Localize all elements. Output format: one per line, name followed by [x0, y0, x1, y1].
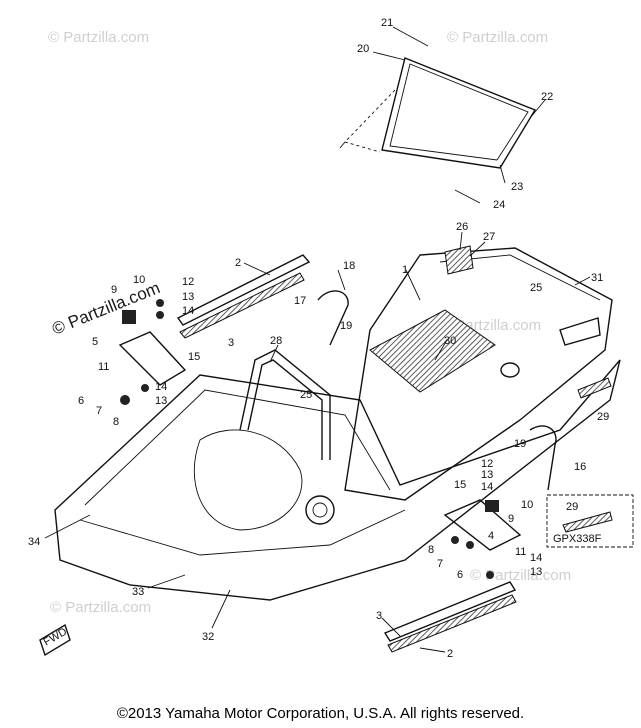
- parts-diagram: © Partzilla.com © Partzilla.com © Partzi…: [28, 17, 634, 660]
- handle-grips: [317, 290, 557, 491]
- callout-11-right: 11: [515, 546, 526, 558]
- callout-4: 4: [488, 530, 494, 542]
- callout-10-right: 10: [521, 499, 533, 511]
- callout-29: 29: [597, 411, 609, 423]
- watermark-bottom-left: © Partzilla.com: [50, 599, 151, 616]
- callout-33: 33: [132, 586, 144, 598]
- runner-lower: [383, 581, 517, 653]
- callout-14-left-b: 14: [155, 381, 167, 393]
- fwd-arrow: FWD: [39, 623, 71, 657]
- callout-9-right: 9: [508, 513, 514, 525]
- callout-14-right: 14: [481, 481, 493, 493]
- leader-lines: [44, 26, 591, 653]
- callout-8-left: 8: [113, 416, 119, 428]
- callout-3-lower: 3: [376, 610, 382, 622]
- callout-34: 34: [28, 536, 40, 548]
- callout-11-left: 11: [98, 361, 109, 373]
- callout-19-lower: 19: [514, 438, 526, 450]
- inset-code: GPX338F: [553, 533, 602, 545]
- callout-14-left: 14: [182, 305, 194, 317]
- callout-25-center: 25: [300, 389, 312, 401]
- tunnel-frame: [344, 247, 613, 501]
- inset-box: 29 GPX338F: [546, 494, 634, 548]
- callout-12-right: 12: [481, 458, 493, 470]
- callout-17: 17: [294, 295, 306, 307]
- callout-16: 16: [574, 461, 586, 473]
- callout-13-right-b: 13: [530, 566, 542, 578]
- watermark-bottom-right: © Partzilla.com: [470, 567, 571, 584]
- callout-26: 26: [456, 221, 468, 233]
- watermark-top-left: © Partzilla.com: [48, 29, 149, 46]
- roll-bar: [239, 349, 331, 460]
- runner-upper: [176, 254, 311, 339]
- right-bracket: [443, 499, 522, 579]
- callout-1: 1: [402, 264, 408, 276]
- decals: [444, 245, 612, 399]
- callout-15-right: 15: [454, 479, 466, 491]
- callout-23: 23: [511, 181, 523, 193]
- callout-9-left: 9: [111, 284, 117, 296]
- callout-28: 28: [270, 335, 282, 347]
- callout-7-right: 7: [437, 558, 443, 570]
- inset-part-number: 29: [566, 501, 578, 513]
- callout-22: 22: [541, 91, 553, 103]
- seat-panel: [339, 57, 537, 169]
- callout-2-upper: 2: [235, 257, 241, 269]
- callout-6-right: 6: [457, 569, 463, 581]
- watermark-top-right: © Partzilla.com: [447, 29, 548, 46]
- fwd-label: FWD: [42, 626, 70, 649]
- callout-3-upper: 3: [228, 337, 234, 349]
- callout-labels: 21 20 22 23 24 26 27 2 18 1 31 10 9 12 1…: [28, 17, 609, 660]
- callout-6-left: 6: [78, 395, 84, 407]
- callout-27: 27: [483, 231, 495, 243]
- callout-2-lower: 2: [447, 648, 453, 660]
- callout-18-upper: 18: [343, 260, 355, 272]
- copyright-notice: ©2013 Yamaha Motor Corporation, U.S.A. A…: [116, 705, 525, 722]
- left-bracket: [118, 299, 187, 405]
- callout-20: 20: [357, 43, 369, 55]
- callout-14-right-b: 14: [530, 552, 542, 564]
- callout-13-right: 13: [481, 469, 493, 481]
- callout-21: 21: [381, 17, 393, 29]
- callout-31: 31: [591, 272, 603, 284]
- callout-32: 32: [202, 631, 214, 643]
- watermark-mid-left: © Partzilla.com: [49, 278, 162, 339]
- callout-12-left: 12: [182, 276, 194, 288]
- callout-24: 24: [493, 199, 505, 211]
- callout-7-left: 7: [96, 405, 102, 417]
- callout-8-right: 8: [428, 544, 434, 556]
- callout-30: 30: [444, 335, 456, 347]
- callout-5: 5: [92, 336, 98, 348]
- hull: [54, 359, 621, 601]
- callout-13-left-b: 13: [155, 395, 167, 407]
- callout-25-right: 25: [530, 282, 542, 294]
- callout-15-left: 15: [188, 351, 200, 363]
- callout-13-left: 13: [182, 291, 194, 303]
- callout-19-upper: 19: [340, 320, 352, 332]
- callout-10-left: 10: [133, 274, 145, 286]
